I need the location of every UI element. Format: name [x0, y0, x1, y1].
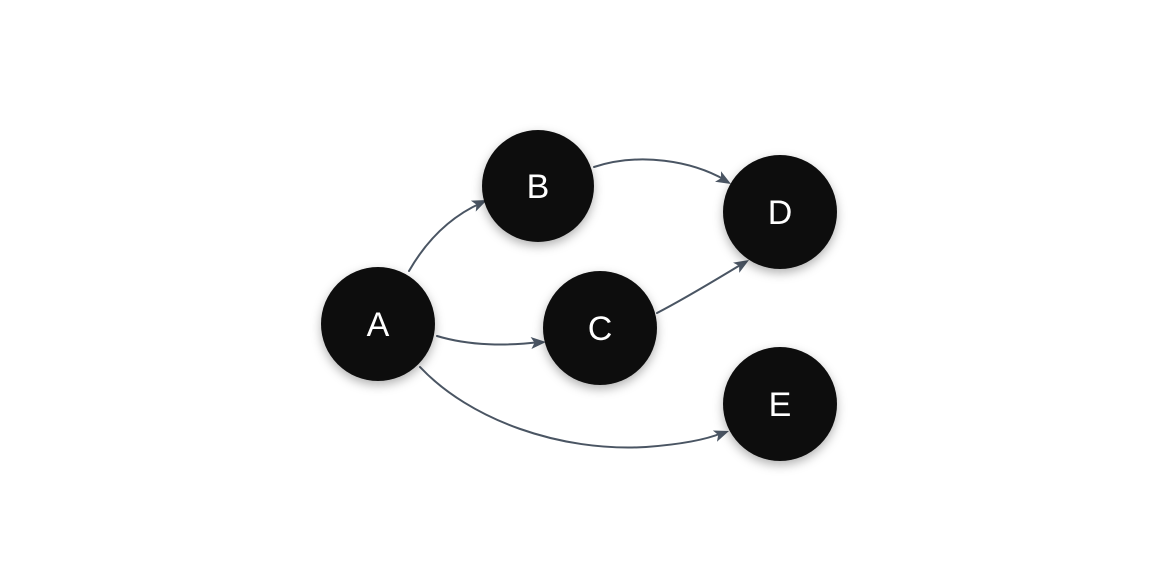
node-label-c: C	[588, 310, 613, 348]
arrow-triangle-icon	[715, 171, 731, 184]
node-a[interactable]: A	[321, 267, 435, 381]
edge-a-to-c[interactable]	[436, 335, 541, 346]
arrow-triangle-icon	[530, 337, 546, 350]
node-circle-e[interactable]	[723, 347, 837, 461]
node-circle-c[interactable]	[543, 271, 657, 385]
node-circle-a[interactable]	[321, 267, 435, 381]
node-circle-b[interactable]	[482, 130, 594, 242]
arrow-triangle-icon	[712, 430, 729, 442]
arrow-triangle-icon	[733, 260, 749, 273]
arrowhead-c-to-d	[733, 260, 749, 273]
node-label-e: E	[769, 386, 792, 424]
node-label-d: D	[768, 194, 793, 232]
arrowhead-a-to-e	[712, 430, 729, 442]
arrowhead-a-to-c	[530, 337, 546, 350]
node-label-a: A	[367, 306, 390, 344]
edge-a-to-b[interactable]	[408, 202, 482, 272]
arrowhead-a-to-b	[470, 200, 487, 212]
node-c[interactable]: C	[543, 271, 657, 385]
node-label-b: B	[527, 168, 550, 206]
node-b[interactable]: B	[482, 130, 594, 242]
edge-c-to-d[interactable]	[656, 263, 743, 314]
node-e[interactable]: E	[723, 347, 837, 461]
arrow-triangle-icon	[470, 200, 487, 212]
arrowhead-b-to-d	[715, 171, 731, 184]
edges-layer	[408, 158, 743, 449]
node-d[interactable]: D	[723, 155, 837, 269]
edge-b-to-d[interactable]	[593, 158, 726, 181]
nodes-layer: A B C D E	[321, 130, 837, 461]
node-circle-d[interactable]	[723, 155, 837, 269]
arrowheads-layer	[470, 171, 749, 442]
edge-a-to-e[interactable]	[419, 366, 723, 449]
